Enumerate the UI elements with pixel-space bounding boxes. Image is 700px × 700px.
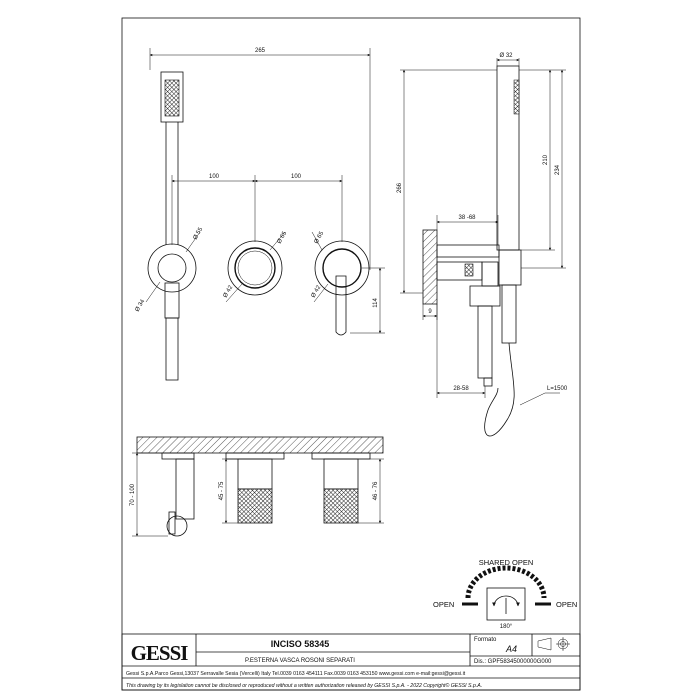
- dim-diam-55: Ø 55: [193, 226, 205, 241]
- dim-diam-34: Ø 34: [135, 298, 147, 313]
- dim-38-68: 38 -68: [458, 215, 476, 221]
- product-name: INCISO 58345: [271, 639, 330, 649]
- dim-9: 9: [428, 309, 432, 315]
- hose-length-label: L=1500: [547, 386, 568, 392]
- product-description: P.ESTERNA VASCA ROSONI SEPARATI: [245, 658, 355, 664]
- dim-diam-42-a: Ø 42: [223, 284, 235, 299]
- dim-diam-42-b: Ø 42: [311, 284, 323, 299]
- dim-46-76: 46 - 76: [373, 481, 379, 500]
- holder-ring: [166, 515, 188, 537]
- dim-266: 266: [397, 182, 403, 193]
- wall-section: [422, 229, 438, 305]
- projection-symbol: [537, 637, 570, 651]
- open-right-label: OPEN: [556, 600, 577, 609]
- dim-spacing-2: 100: [291, 174, 302, 180]
- dim-28-58: 28-58: [453, 386, 469, 392]
- sheet-border: [121, 17, 581, 691]
- dim-spacing-1: 100: [209, 174, 220, 180]
- dim-overall-width: 265: [255, 48, 266, 54]
- rotation-label: 180°: [500, 624, 513, 630]
- company-info: Gessi S.p.A.Parco Gessi,13037 Serravalle…: [126, 671, 466, 677]
- shower-hose: [484, 342, 515, 437]
- hose-outlet: [165, 317, 179, 381]
- front-view: 265 100 100 Ø 55 Ø 34 Ø 65 Ø 42 Ø 65 Ø 4…: [135, 48, 385, 381]
- drawing-number: Dis.: GPF58345000000G000: [474, 659, 552, 665]
- side-view: Ø 32 266 210 234 38 -68 9 28-58 L=1500: [397, 53, 568, 437]
- dim-diam-32: Ø 32: [499, 53, 513, 59]
- open-left-label: OPEN: [433, 600, 454, 609]
- dim-70-100: 70 - 100: [130, 483, 136, 506]
- dim-height-114: 114: [373, 298, 379, 308]
- legal-notice: This drawing by its legislation cannot b…: [126, 682, 482, 689]
- shared-open-label: SHARED OPEN: [479, 558, 534, 567]
- shower-holder-rosette: [147, 243, 197, 293]
- hand-shower-spray-face: [164, 79, 180, 117]
- dim-45-75: 45 - 75: [219, 481, 225, 500]
- knob-symbol: [486, 587, 526, 621]
- knurled-knob-right: [323, 488, 359, 524]
- dim-diam-65-b: Ø 65: [314, 230, 326, 245]
- hand-shower: [160, 71, 184, 123]
- title-block: GESSI INCISO 58345 P.ESTERNA VASCA ROSON…: [121, 633, 581, 691]
- deck-section: [136, 436, 384, 454]
- plan-view: 70 - 100 45 - 75 46 - 76: [130, 436, 384, 537]
- mixer-lever: [335, 275, 347, 336]
- format-value: A4: [505, 644, 517, 654]
- rotation-arc: [465, 565, 547, 599]
- dim-diam-65-a: Ø 65: [277, 230, 289, 245]
- diverter-rosette: [227, 240, 283, 296]
- brand-logo: GESSI: [131, 641, 189, 665]
- dim-234: 234: [555, 164, 561, 175]
- knurled-knob-left: [237, 488, 273, 524]
- dim-210: 210: [543, 154, 549, 165]
- operation-diagram: SHARED OPEN OPEN OPEN 180°: [433, 558, 577, 630]
- format-label: Formato: [474, 637, 497, 643]
